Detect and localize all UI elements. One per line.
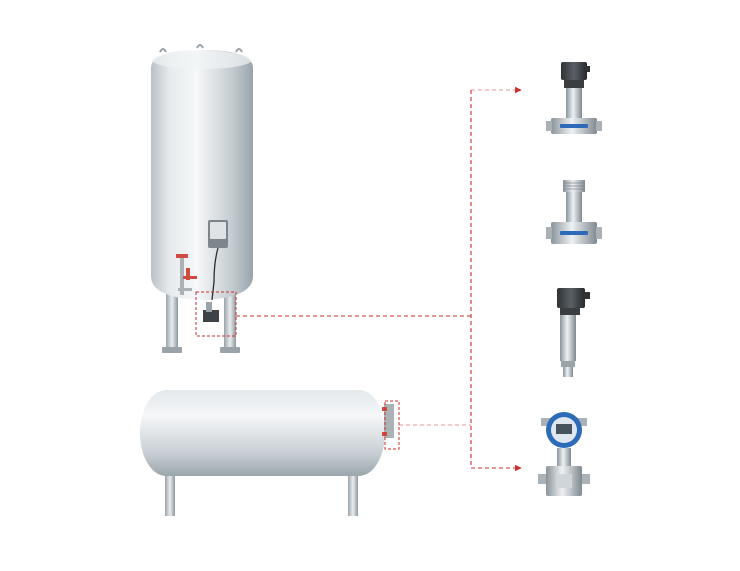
differential-pressure-sensor-icon bbox=[546, 62, 602, 134]
vertical-tank bbox=[151, 44, 253, 353]
differential-pressure-transmitter-display-icon bbox=[538, 412, 590, 496]
connector-lines bbox=[236, 86, 522, 472]
pressure-transmitter-icon bbox=[557, 288, 590, 377]
differential-pressure-sensor-threaded-icon bbox=[546, 180, 602, 244]
horizontal-tank bbox=[140, 390, 400, 516]
